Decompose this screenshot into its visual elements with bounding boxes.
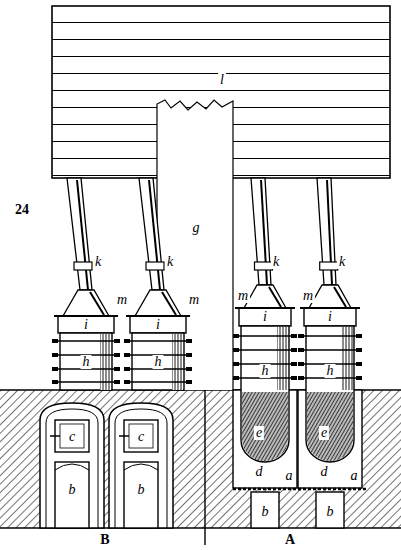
part-letter: a xyxy=(349,469,360,483)
part-letter: d xyxy=(319,465,330,479)
retort xyxy=(233,178,297,462)
part-letter: k xyxy=(93,255,103,269)
part-letter: h xyxy=(325,364,336,378)
part-letter: k xyxy=(337,255,347,269)
part-letter: a xyxy=(284,469,295,483)
part-letter: b xyxy=(67,483,78,497)
part-letter: k xyxy=(271,255,281,269)
part-letter: h xyxy=(81,355,92,369)
part-letter: m xyxy=(301,289,315,303)
figure-label: 24 xyxy=(13,203,31,217)
fire-pit xyxy=(298,390,366,528)
retort xyxy=(52,178,120,390)
part-letter: d xyxy=(254,465,265,479)
part-letter: l xyxy=(218,73,226,87)
part-letter: i xyxy=(326,310,334,324)
figure-label: A xyxy=(283,533,297,547)
part-letter: i xyxy=(82,318,90,332)
part-letter: i xyxy=(261,310,269,324)
part-letter: b xyxy=(325,505,336,519)
part-letter: e xyxy=(319,426,329,440)
furnace-door xyxy=(109,403,173,528)
part-letter: m xyxy=(236,289,250,303)
part-letter: c xyxy=(67,430,77,444)
part-letter: b xyxy=(136,483,147,497)
fire-pit xyxy=(233,390,301,528)
part-letter: g xyxy=(191,221,202,235)
retort xyxy=(124,178,192,390)
part-letter: h xyxy=(260,364,271,378)
section-divider xyxy=(204,390,205,545)
retort xyxy=(298,178,362,462)
part-letter: m xyxy=(187,293,201,307)
furnace-door xyxy=(40,403,104,528)
part-letter: e xyxy=(254,426,264,440)
part-letter: i xyxy=(154,318,162,332)
part-letter: k xyxy=(165,255,175,269)
part-letter: h xyxy=(153,355,164,369)
part-letter: m xyxy=(115,293,129,307)
part-letter: b xyxy=(260,505,271,519)
part-letter: c xyxy=(136,430,146,444)
figure-label: B xyxy=(98,533,111,547)
